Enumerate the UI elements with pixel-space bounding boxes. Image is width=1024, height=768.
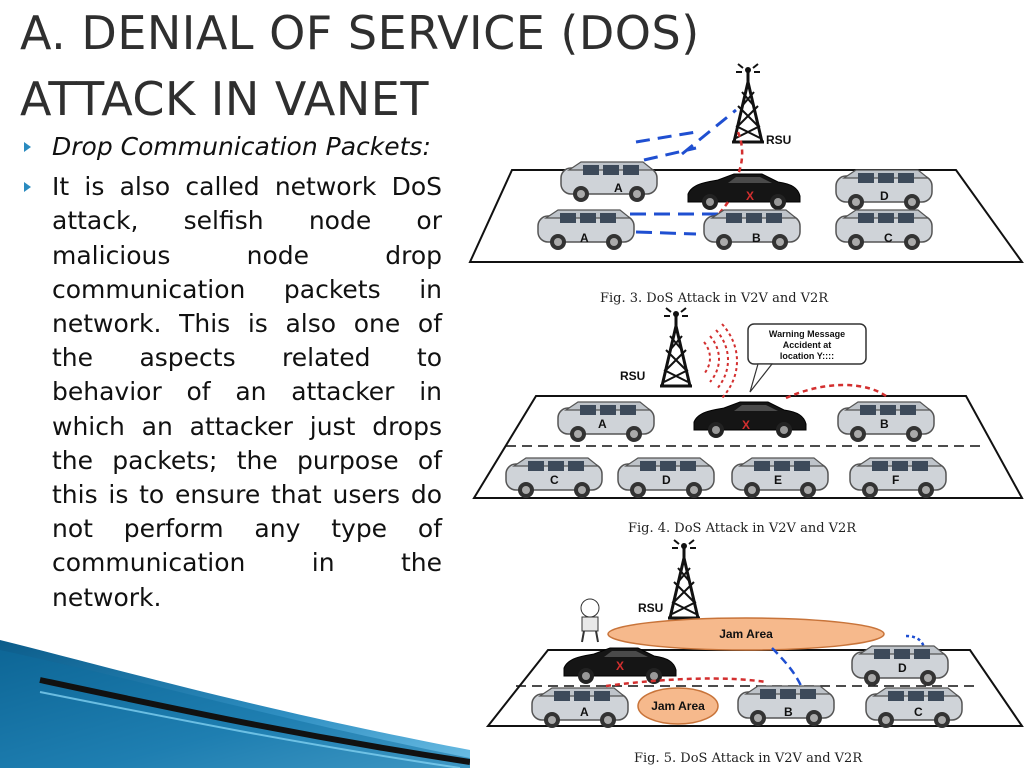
svg-text:C: C: [914, 705, 923, 719]
rsu-tower-icon: [666, 538, 702, 620]
jam-area-bottom: [637, 687, 719, 725]
figure-4: RSU Warning Message Accident at location…: [472, 306, 1024, 536]
bullet-text: It is also called network DoS attack, se…: [52, 172, 442, 612]
figure-5: RSU Jam Area X D Jam Area A B C Fig. 5. …: [485, 538, 1024, 766]
bullet-text: Drop Communication Packets:: [52, 132, 431, 161]
svg-text:Jam Area: Jam Area: [719, 627, 773, 641]
svg-text:Jam Area: Jam Area: [651, 699, 705, 713]
svg-text:A: A: [580, 231, 589, 245]
svg-text:C: C: [884, 231, 893, 245]
svg-text:D: D: [880, 189, 889, 203]
rsu-label: RSU: [766, 133, 791, 147]
svg-text:C: C: [550, 473, 559, 487]
bullet-arrow-icon: [24, 142, 31, 152]
svg-text:X: X: [616, 659, 624, 673]
rsu-label: RSU: [620, 369, 645, 383]
fig3-caption: Fig. 3. DoS Attack in V2V and V2R: [600, 291, 829, 306]
svg-text:D: D: [662, 473, 671, 487]
jam-area-top: [607, 617, 885, 651]
figure-3: RSU A X D A B C Fig. 3. DoS Attack in V2…: [468, 62, 1024, 306]
bullet-arrow-icon: [24, 182, 31, 193]
bullet-list: Drop Communication Packets: It is also c…: [22, 130, 442, 621]
rsu-tower-icon: [658, 306, 694, 388]
svg-text:Accident at: Accident at: [783, 340, 832, 350]
svg-text:Warning Message: Warning Message: [769, 329, 845, 339]
svg-text:X: X: [742, 418, 750, 432]
rsu-label: RSU: [638, 601, 663, 615]
svg-text:B: B: [784, 705, 793, 719]
svg-text:F: F: [892, 473, 899, 487]
title-line-1: A. DENIAL OF SERVICE (DOS): [20, 6, 700, 60]
svg-text:A: A: [598, 417, 607, 431]
rsu-tower-icon: [730, 62, 766, 144]
svg-text:location Y::::: location Y::::: [780, 351, 834, 361]
jammer-character-icon: [580, 598, 600, 643]
fig4-caption: Fig. 4. DoS Attack in V2V and V2R: [628, 521, 857, 536]
svg-text:B: B: [880, 417, 889, 431]
svg-text:E: E: [774, 473, 782, 487]
decorative-swoosh: [0, 640, 470, 768]
svg-text:A: A: [614, 181, 623, 195]
warning-bubble: [747, 323, 867, 365]
bullet-item-drop-packets: Drop Communication Packets:: [22, 130, 442, 164]
dos-attack-figures: RSU A X D A B C Fig. 3. DoS Attack in V2…: [468, 62, 1024, 766]
svg-text:B: B: [752, 231, 761, 245]
svg-text:D: D: [898, 661, 907, 675]
fig5-caption: Fig. 5. DoS Attack in V2V and V2R: [634, 751, 863, 766]
title-line-2: ATTACK IN VANET: [20, 72, 429, 126]
slide-title: A. DENIAL OF SERVICE (DOS) ATTACK IN VAN…: [20, 0, 1000, 132]
svg-text:A: A: [580, 705, 589, 719]
signal-waves: [703, 323, 738, 399]
svg-text:X: X: [746, 189, 754, 203]
bullet-item-description: It is also called network DoS attack, se…: [22, 170, 442, 615]
